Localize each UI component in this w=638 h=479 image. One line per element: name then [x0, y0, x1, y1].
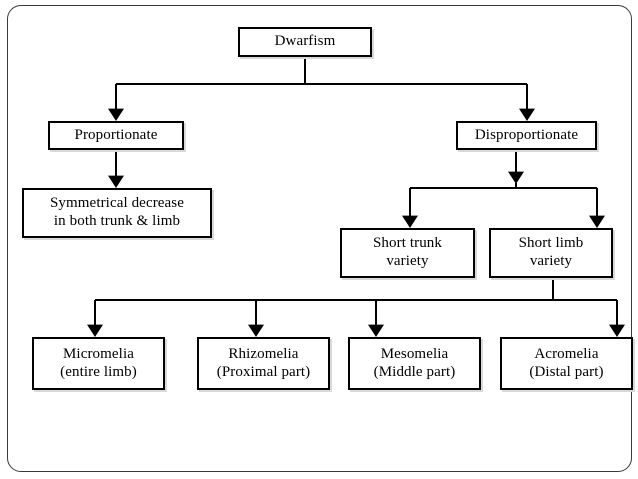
- node-disproportionate[interactable]: Disproportionate: [456, 121, 597, 150]
- node-symmetrical-decrease[interactable]: Symmetrical decrease in both trunk & lim…: [22, 188, 212, 238]
- edge-dwarfism-to-level1: [108, 57, 535, 121]
- node-proportionate[interactable]: Proportionate: [48, 121, 184, 150]
- edge-disproportionate-to-level2: [402, 150, 605, 228]
- node-mesomelia[interactable]: Mesomelia (Middle part): [348, 337, 481, 390]
- node-dwarfism[interactable]: Dwarfism: [238, 27, 372, 57]
- edge-shortlimb-to-level3: [87, 278, 625, 337]
- node-micromelia[interactable]: Micromelia (entire limb): [32, 337, 165, 390]
- node-acromelia[interactable]: Acromelia (Distal part): [500, 337, 633, 390]
- node-short-limb-variety[interactable]: Short limb variety: [489, 228, 613, 278]
- node-short-trunk-variety[interactable]: Short trunk variety: [340, 228, 475, 278]
- node-rhizomelia[interactable]: Rhizomelia (Proximal part): [197, 337, 330, 390]
